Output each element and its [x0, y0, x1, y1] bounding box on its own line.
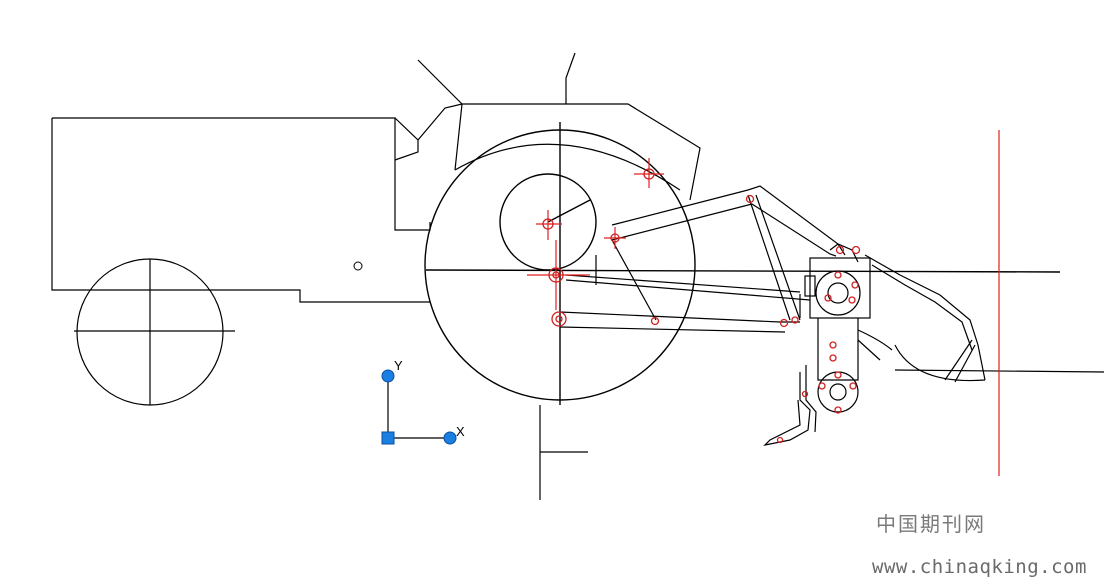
rear-wheel: [424, 122, 1061, 405]
ucs-y-label: Y: [394, 358, 403, 373]
rotary-tiller: [763, 243, 1104, 446]
ucs-icon[interactable]: Y X: [381, 358, 465, 445]
centerlines: [527, 130, 1000, 500]
ucs-x-grip[interactable]: [443, 431, 457, 445]
ucs-y-grip[interactable]: [381, 369, 395, 383]
linkage-arms: [559, 185, 846, 333]
watermark-site-name: 中国期刊网: [876, 512, 986, 536]
ucs-origin-grip[interactable]: [381, 431, 395, 445]
front-wheel: [74, 258, 235, 406]
hitch-hole: [353, 261, 363, 271]
pivot-points: [542, 168, 861, 444]
watermark-url: www.chinaqking.com: [872, 556, 1087, 578]
tractor-body: [51, 52, 701, 303]
ucs-x-label: X: [456, 424, 465, 439]
